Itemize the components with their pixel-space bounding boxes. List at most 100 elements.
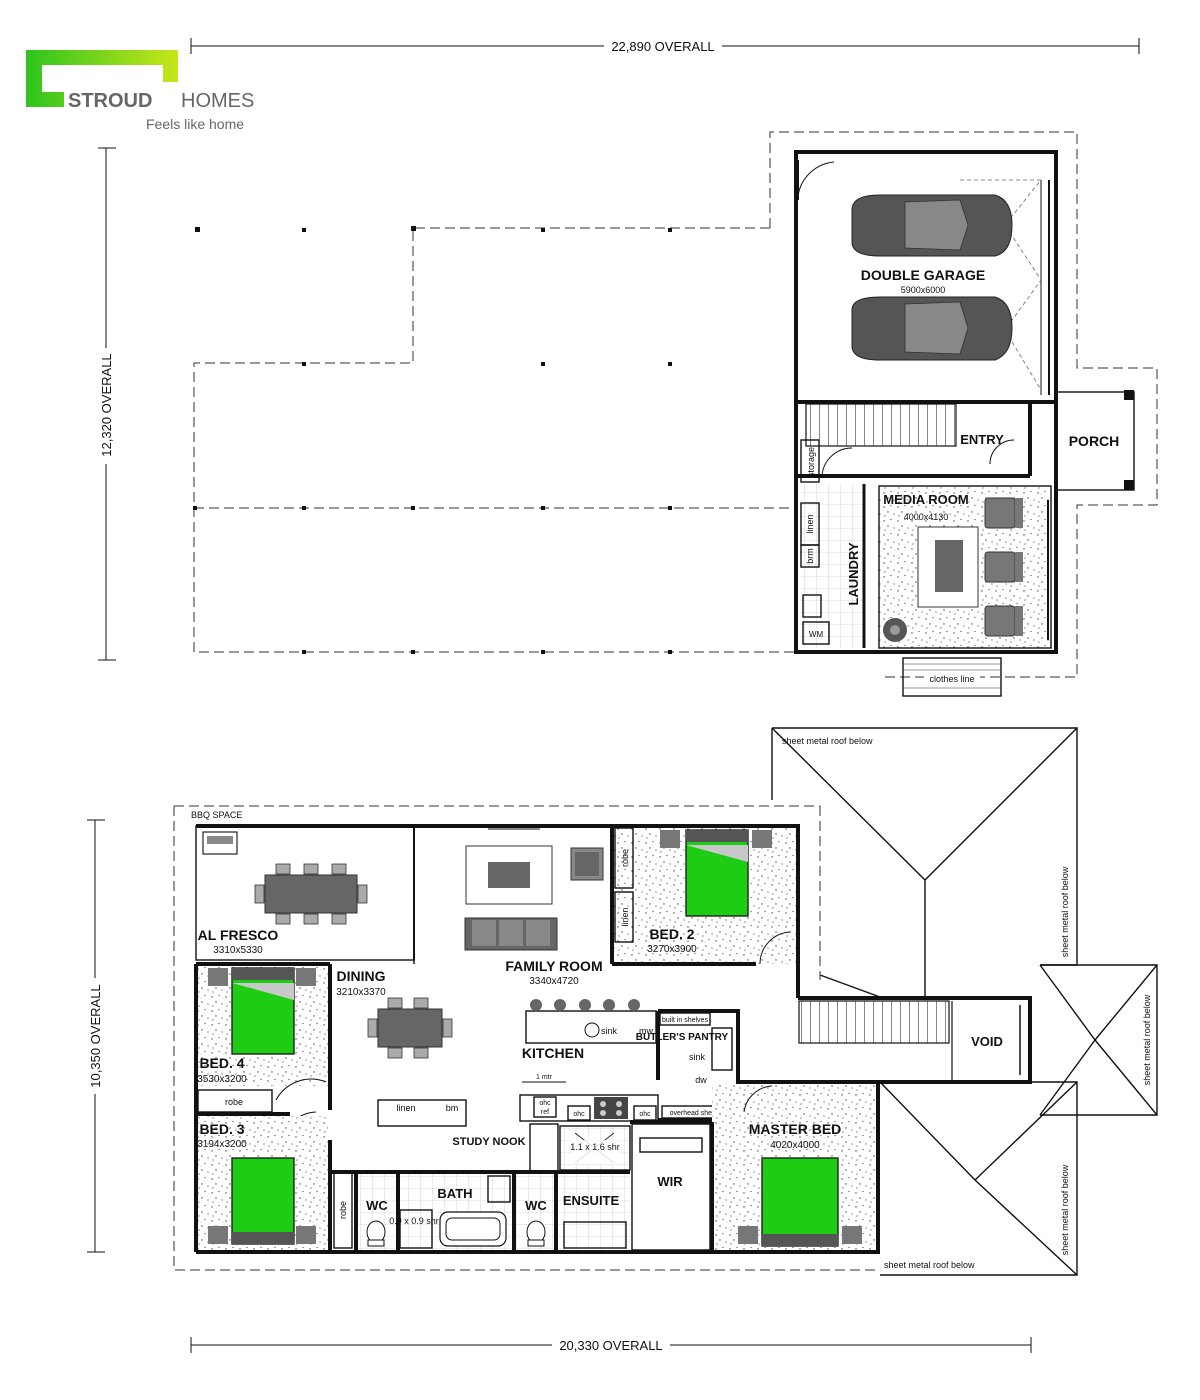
built-in-shelves-label: built in shelves <box>662 1017 708 1024</box>
bed-icon <box>761 1157 839 1247</box>
roof-note-4: sheet metal roof below <box>1060 1164 1070 1255</box>
wm-label: WM <box>809 630 824 639</box>
bath-vanity <box>487 1175 511 1203</box>
bed2-label: BED. 2 <box>649 926 694 942</box>
roof-below-1: sheet metal roof below sheet metal roof … <box>771 727 1078 998</box>
bed4-robe-label: robe <box>225 1097 243 1107</box>
mw-label: mw <box>639 1026 653 1036</box>
bed2-linen-label: linen <box>620 907 630 926</box>
dimension-upper-overall: 22,890 OVERALL <box>190 38 1140 54</box>
dimension-lower-overall: 20,330 OVERALL <box>190 1337 1032 1353</box>
ref-label: ref <box>541 1109 549 1116</box>
void-label: VOID <box>971 1034 1003 1049</box>
master-bed-label: MASTER BED <box>749 1121 842 1137</box>
hall-linen-label: linen <box>396 1103 415 1113</box>
ensuite-label: ENSUITE <box>563 1193 620 1208</box>
kitchen-sink-label: sink <box>601 1026 618 1036</box>
dining-label: DINING <box>337 968 386 984</box>
bed2-size: 3270x3900 <box>647 944 697 955</box>
overhead-shelving-label: overhead shelving <box>670 1110 727 1117</box>
logo-mark <box>26 50 178 107</box>
media-room-label: MEDIA ROOM <box>883 492 968 507</box>
family-coffee-table <box>488 862 530 888</box>
structure-posts <box>193 226 672 654</box>
dimension-upper-overall-label: 22,890 OVERALL <box>611 39 714 54</box>
pantry-sink-icon <box>711 1027 733 1071</box>
master-bed-size: 4020x4000 <box>770 1140 820 1151</box>
dimension-upper-side-label: 12,320 OVERALL <box>99 353 114 456</box>
family-room-size: 3340x4720 <box>529 976 579 987</box>
plant-icon <box>883 618 907 642</box>
ohc-label-3: ohc <box>639 1111 651 1118</box>
ohc-label-2: ohc <box>573 1111 585 1118</box>
bed3-robe-label: robe <box>338 1201 348 1219</box>
wir-label: WIR <box>657 1174 683 1189</box>
entry-label: ENTRY <box>960 432 1004 447</box>
armchair-icon <box>570 847 604 881</box>
scale-label: 1 mtr <box>536 1074 553 1081</box>
brand-logo: STROUD HOMES Feels like home <box>26 50 254 132</box>
wc-label-1: WC <box>366 1198 388 1213</box>
garage-size: 5900x6000 <box>901 285 946 295</box>
laundry-label: LAUNDRY <box>846 542 861 605</box>
logo-name-light: HOMES <box>181 90 254 112</box>
car-icon <box>851 194 1013 257</box>
armchair-icon <box>984 497 1023 529</box>
hall-bm-label: bm <box>446 1103 459 1113</box>
broom-label-upper: brm <box>805 548 815 564</box>
bath-shower-label: 0.9 x 0.9 shr <box>389 1216 439 1226</box>
staircase <box>805 403 957 447</box>
alfresco-size: 3310x5330 <box>213 945 263 956</box>
coffee-table <box>935 540 963 592</box>
laundry-tub-icon <box>802 594 822 618</box>
bed-icon <box>685 829 749 917</box>
dining-table <box>377 1008 443 1048</box>
dining-size: 3210x3370 <box>336 987 386 998</box>
bed-icon <box>231 967 295 1055</box>
cooktop-icon <box>594 1097 628 1119</box>
lower-floor-plan: sheet metal roof below sheet metal roof … <box>173 727 1158 1276</box>
study-nook-label: STUDY NOOK <box>452 1136 525 1148</box>
ensuite-shower-label: 1.1 x 1.6 shr <box>570 1142 620 1152</box>
ohc-label-1: ohc <box>539 1100 551 1107</box>
bed4-label: BED. 4 <box>199 1055 244 1071</box>
bbq-space-label: BBQ SPACE <box>191 810 242 820</box>
porch-label: PORCH <box>1069 433 1120 449</box>
logo-tagline: Feels like home <box>146 116 244 132</box>
sofa-icon <box>464 917 558 951</box>
dw-label: dw <box>695 1075 707 1085</box>
ensuite-vanity <box>563 1221 627 1249</box>
butlers-pantry-label: BUTLER'S PANTRY <box>636 1032 729 1043</box>
linen-label-upper: linen <box>805 514 815 533</box>
upper-floor-plan: DOUBLE GARAGE 5900x6000 ENTRY PORCH stor… <box>193 131 1158 697</box>
bed2-robe-label: robe <box>620 849 630 867</box>
staircase-lower <box>798 1000 950 1044</box>
storage-label: storage <box>806 447 816 477</box>
family-room-label: FAMILY ROOM <box>505 958 602 974</box>
pantry-sink-label: sink <box>689 1052 706 1062</box>
clothes-line-label: clothes line <box>929 674 974 684</box>
car-icon <box>851 296 1013 361</box>
roof-below-3: sheet metal roof below sheet metal roof … <box>879 1081 1078 1276</box>
dining-table-outdoor <box>264 874 358 914</box>
dimension-lower-overall-label: 20,330 OVERALL <box>559 1338 662 1353</box>
armchair-icon <box>984 551 1023 583</box>
alfresco-label: AL FRESCO <box>198 927 279 943</box>
dimension-lower-side: 10,350 OVERALL <box>87 819 105 1253</box>
logo-name-bold: STROUD <box>68 90 152 112</box>
bed3-label: BED. 3 <box>199 1121 244 1137</box>
kitchen-sink-icon <box>584 1022 600 1038</box>
wc-label-2: WC <box>525 1198 547 1213</box>
roof-note-2: sheet metal roof below <box>1060 866 1070 957</box>
dimension-upper-side: 12,320 OVERALL <box>98 147 116 661</box>
media-room-size: 4000x4130 <box>904 512 949 522</box>
bed-icon <box>231 1157 295 1245</box>
bed3-size: 3194x3200 <box>197 1139 247 1150</box>
bathtub-icon <box>439 1211 507 1247</box>
roof-note-3: sheet metal roof below <box>1142 994 1152 1085</box>
roof-below-2: sheet metal roof below <box>1039 964 1158 1116</box>
bath-label: BATH <box>437 1186 472 1201</box>
bed4-size: 3530x3200 <box>197 1074 247 1085</box>
roof-note-5: sheet metal roof below <box>884 1260 975 1270</box>
